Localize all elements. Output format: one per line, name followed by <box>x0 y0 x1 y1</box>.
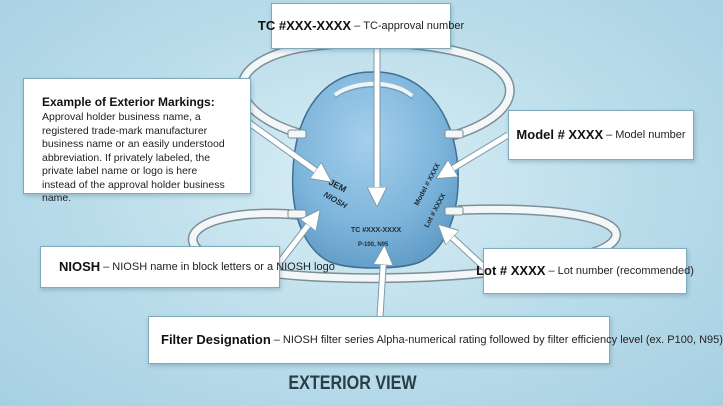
callout-exterior-markings: Example of Exterior Markings: Approval h… <box>23 78 251 204</box>
exterior-markings-body: Approval holder business name, a registe… <box>42 111 225 204</box>
pointer-arrows <box>242 49 510 317</box>
tc-description: TC-approval number <box>363 20 465 32</box>
callout-tc-number: TC #XXX-XXXX – TC-approval number <box>258 3 464 49</box>
lot-dash: – <box>548 265 555 277</box>
niosh-description: NIOSH name in block letters or a NIOSH l… <box>112 261 335 273</box>
niosh-label: NIOSH <box>59 259 101 274</box>
tc-label: TC #XXX-XXXX <box>257 18 352 33</box>
lot-label: Lot # XXXX <box>476 263 546 278</box>
tc-dash: – <box>354 20 361 32</box>
model-label: Model # XXXX <box>516 127 604 142</box>
filter-description: NIOSH filter series Alpha-numerical rati… <box>282 334 723 346</box>
niosh-dash: – <box>103 261 110 273</box>
model-dash: – <box>606 129 613 141</box>
filter-dash: – <box>273 334 280 346</box>
lot-description: Lot number (recommended) <box>557 265 694 277</box>
mask-filter-text: P-100, N95 <box>358 242 389 248</box>
respirator-illustration: JEM NIOSH TC #XXX-XXXX P-100, N95 Model … <box>187 37 622 317</box>
callout-filter-designation: Filter Designation – NIOSH filter series… <box>148 316 723 364</box>
filter-label: Filter Designation <box>161 332 271 347</box>
mask-tc-text: TC #XXX-XXXX <box>351 227 402 234</box>
view-title: EXTERIOR VIEW <box>288 373 417 394</box>
callout-niosh: NIOSH – NIOSH name in block letters or a… <box>40 246 335 288</box>
exterior-markings-title: Example of Exterior Markings: <box>42 95 215 109</box>
model-description: Model number <box>615 129 686 141</box>
callout-lot-number: Lot # XXXX – Lot number (recommended) <box>476 248 694 294</box>
callout-model-number: Model # XXXX – Model number <box>508 110 694 160</box>
